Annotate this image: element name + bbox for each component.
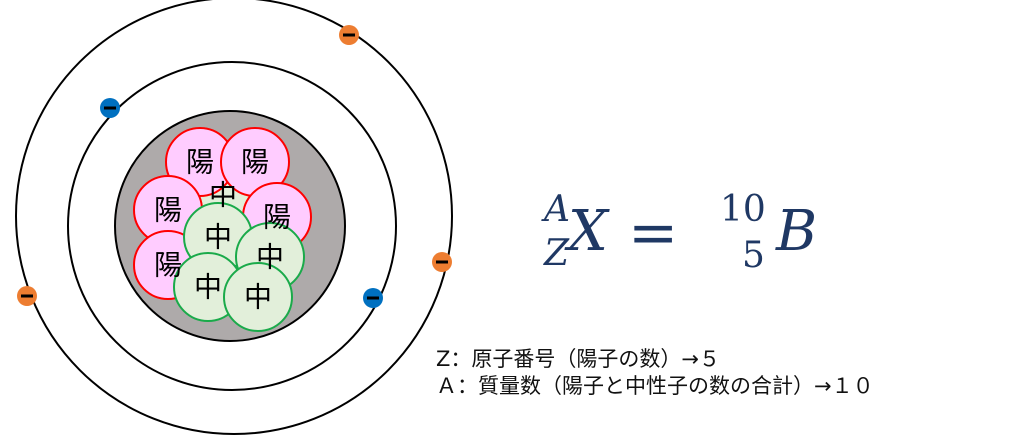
electron: [17, 286, 37, 306]
proton-label: 陽: [154, 194, 182, 227]
element-symbol: B: [776, 199, 818, 264]
neutron: [223, 262, 293, 332]
neutron-label: 中: [209, 179, 237, 212]
general-symbol: X: [568, 199, 608, 264]
minus-icon: [343, 33, 355, 37]
legend: Z：原子番号（陽子の数）→５ Ａ：質量数（陽子と中性子の数の合計）→１０: [436, 346, 874, 400]
neutron-label: 中: [194, 271, 222, 304]
equals-sign: =: [628, 198, 679, 268]
minus-icon: [104, 106, 116, 110]
legend-mass-number: Ａ：質量数（陽子と中性子の数の合計）→１０: [436, 374, 874, 398]
mass-number: 10: [720, 189, 766, 230]
legend-atomic-number: Z：原子番号（陽子の数）→５: [436, 347, 720, 371]
outer-orbit: [15, 0, 453, 435]
proton-label: 陽: [263, 201, 291, 234]
minus-icon: [367, 296, 379, 300]
general-mass-number: A: [544, 189, 570, 230]
electron: [100, 98, 120, 118]
atomic-number: 5: [742, 235, 765, 276]
proton-label: 陽: [241, 146, 269, 179]
minus-icon: [21, 294, 33, 298]
neutron-label: 中: [256, 241, 284, 274]
general-atomic-number: Z: [544, 233, 570, 274]
inner-orbit: [67, 61, 397, 391]
minus-icon: [436, 260, 448, 264]
proton-label: 陽: [154, 249, 182, 282]
electron: [432, 252, 452, 272]
proton-label: 陽: [186, 146, 214, 179]
electron: [339, 25, 359, 45]
electron: [363, 288, 383, 308]
neutron-label: 中: [244, 281, 272, 314]
neutron-label: 中: [204, 221, 232, 254]
